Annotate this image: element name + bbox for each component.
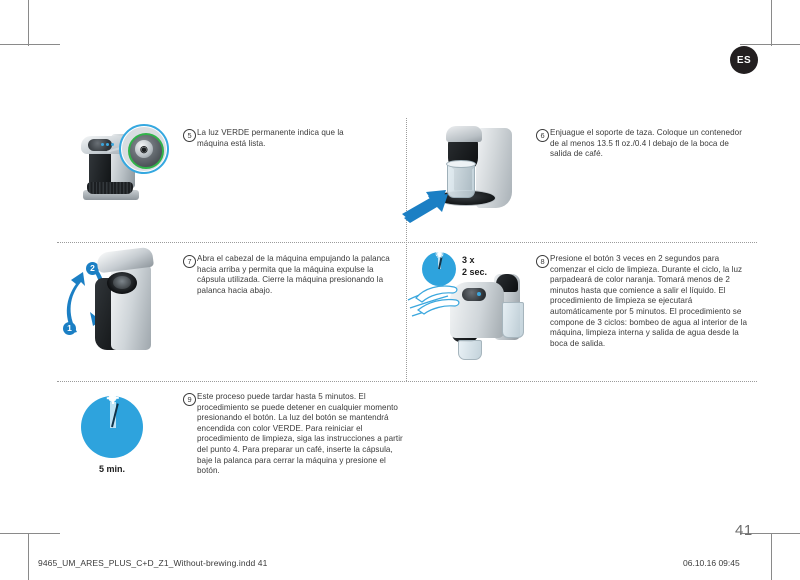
step-text-8: Presione el botón 3 veces en 2 segundos … [550, 254, 748, 348]
crop-mark-bottom-right-horizontal [740, 533, 800, 534]
divider-horizontal-bottom [57, 381, 757, 382]
illustration-step-6 [402, 122, 540, 230]
step-number-9: 9 [183, 393, 196, 406]
step-number-6: 6 [536, 129, 549, 142]
cup-under-outlet [458, 340, 482, 360]
divider-vertical [406, 118, 407, 381]
page-number: 41 [735, 522, 753, 539]
step-panel-6: 6 Enjuague el soporte de taza. Coloque u… [402, 118, 757, 238]
press-count-label: 3 x [462, 255, 475, 265]
clock-caption-5-min: 5 min. [98, 464, 125, 474]
step-number-5: 5 [183, 129, 196, 142]
arrow-label-2: 2 [86, 262, 99, 275]
illustration-step-7: 1 2 [57, 246, 187, 374]
water-container [502, 302, 524, 338]
footer-timestamp: 06.10.16 09:45 [683, 558, 740, 568]
water-container [446, 160, 476, 198]
crop-mark-top-left-vertical [28, 0, 29, 46]
step-number-8: 8 [536, 255, 549, 268]
step-text-7: Abra el cabezal de la máquina empujando … [197, 254, 390, 295]
step-text-5: La luz VERDE permanente indica que la má… [197, 128, 344, 148]
illustration-step-8: 3 x 2 sec. [407, 248, 540, 374]
arrow-lever-up [66, 272, 85, 333]
green-ready-ring [128, 133, 164, 169]
step-panel-7: 1 2 7 Abra el cabezal de la máquina empu… [57, 246, 402, 376]
step-panel-8: 3 x 2 sec. 8 Presione el botón 3 veces e… [407, 248, 757, 376]
magnified-button-callout: ◉ [119, 124, 169, 174]
step-number-7: 7 [183, 255, 196, 268]
clock-icon-5-minutes [81, 391, 143, 458]
footer-rule-right [771, 546, 772, 568]
footer-file-name: 9465_UM_ARES_PLUS_C+D_Z1_Without-brewing… [38, 558, 268, 568]
control-button [462, 288, 486, 301]
hand-pressing-button-icon [407, 285, 460, 317]
arrow-label-1: 1 [63, 322, 76, 335]
crop-mark-top-left-horizontal [0, 44, 60, 45]
step-panel-9: 5 min. 9 Este proceso puede tardar hasta… [57, 388, 757, 498]
footer-rule-left [28, 546, 29, 568]
machine-base [83, 190, 139, 200]
illustration-step-9: 5 min. [57, 388, 187, 488]
instruction-sheet: ◉ 5 La luz VERDE permanente indica que l… [57, 118, 757, 500]
step-panel-5: ◉ 5 La luz VERDE permanente indica que l… [57, 118, 402, 238]
machine-dark-column [89, 146, 111, 186]
step-text-9: Este proceso puede tardar hasta 5 minuto… [197, 392, 403, 476]
power-button-icon: ◉ [140, 144, 148, 154]
divider-horizontal-top [57, 242, 757, 243]
machine-indicator-leds [101, 143, 117, 147]
button-inner-disc [135, 140, 153, 158]
clock-icon-2-seconds [422, 250, 456, 286]
illustration-step-5: ◉ [57, 118, 187, 218]
crop-mark-top-right-horizontal [740, 44, 800, 45]
language-badge: ES [730, 46, 758, 74]
button-led [477, 292, 481, 296]
crop-mark-bottom-left-horizontal [0, 533, 60, 534]
capsule-chamber-inner [113, 276, 131, 289]
step-text-6: Enjuague el soporte de taza. Coloque un … [550, 128, 742, 159]
blue-arrow-to-container [402, 190, 448, 223]
crop-mark-top-right-vertical [771, 0, 772, 46]
machine-drip-tray [87, 182, 133, 194]
press-duration-label: 2 sec. [462, 267, 488, 277]
machine-head [446, 126, 482, 142]
machine-button-plate [88, 139, 112, 151]
